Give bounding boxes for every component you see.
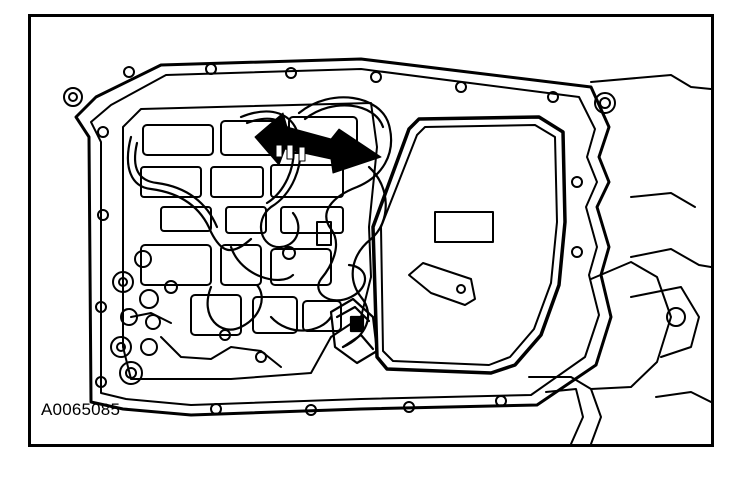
filter-bracket — [408, 262, 476, 306]
casing-outline — [528, 74, 711, 444]
filter-label-pad — [434, 211, 494, 243]
wiring-harness — [126, 96, 393, 349]
oil-filter — [371, 115, 567, 375]
bolt-holes — [63, 63, 616, 416]
callout-arrow — [254, 112, 382, 174]
illustration-frame: A0065085 — [28, 14, 714, 447]
figure-id-label: A0065085 — [41, 400, 121, 419]
passage-circles — [110, 246, 296, 385]
transmission-valve-body-illustration — [63, 57, 711, 444]
pan-gasket — [74, 57, 613, 417]
